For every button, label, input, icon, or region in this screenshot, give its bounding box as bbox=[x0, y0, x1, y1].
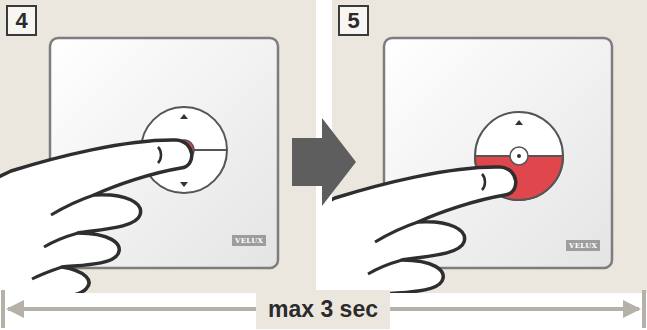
brand-logo: VELUX bbox=[232, 235, 266, 246]
callout-number: 5 bbox=[347, 10, 359, 32]
step-number-box: 4 bbox=[6, 5, 37, 36]
step-arrow bbox=[292, 118, 356, 206]
duration-label: max 3 sec bbox=[256, 290, 390, 329]
brand-logo: VELUX bbox=[566, 240, 600, 251]
callout-number: 4 bbox=[15, 10, 27, 32]
hand bbox=[332, 167, 516, 293]
step-number-box: 5 bbox=[338, 5, 369, 36]
hand bbox=[0, 140, 192, 293]
